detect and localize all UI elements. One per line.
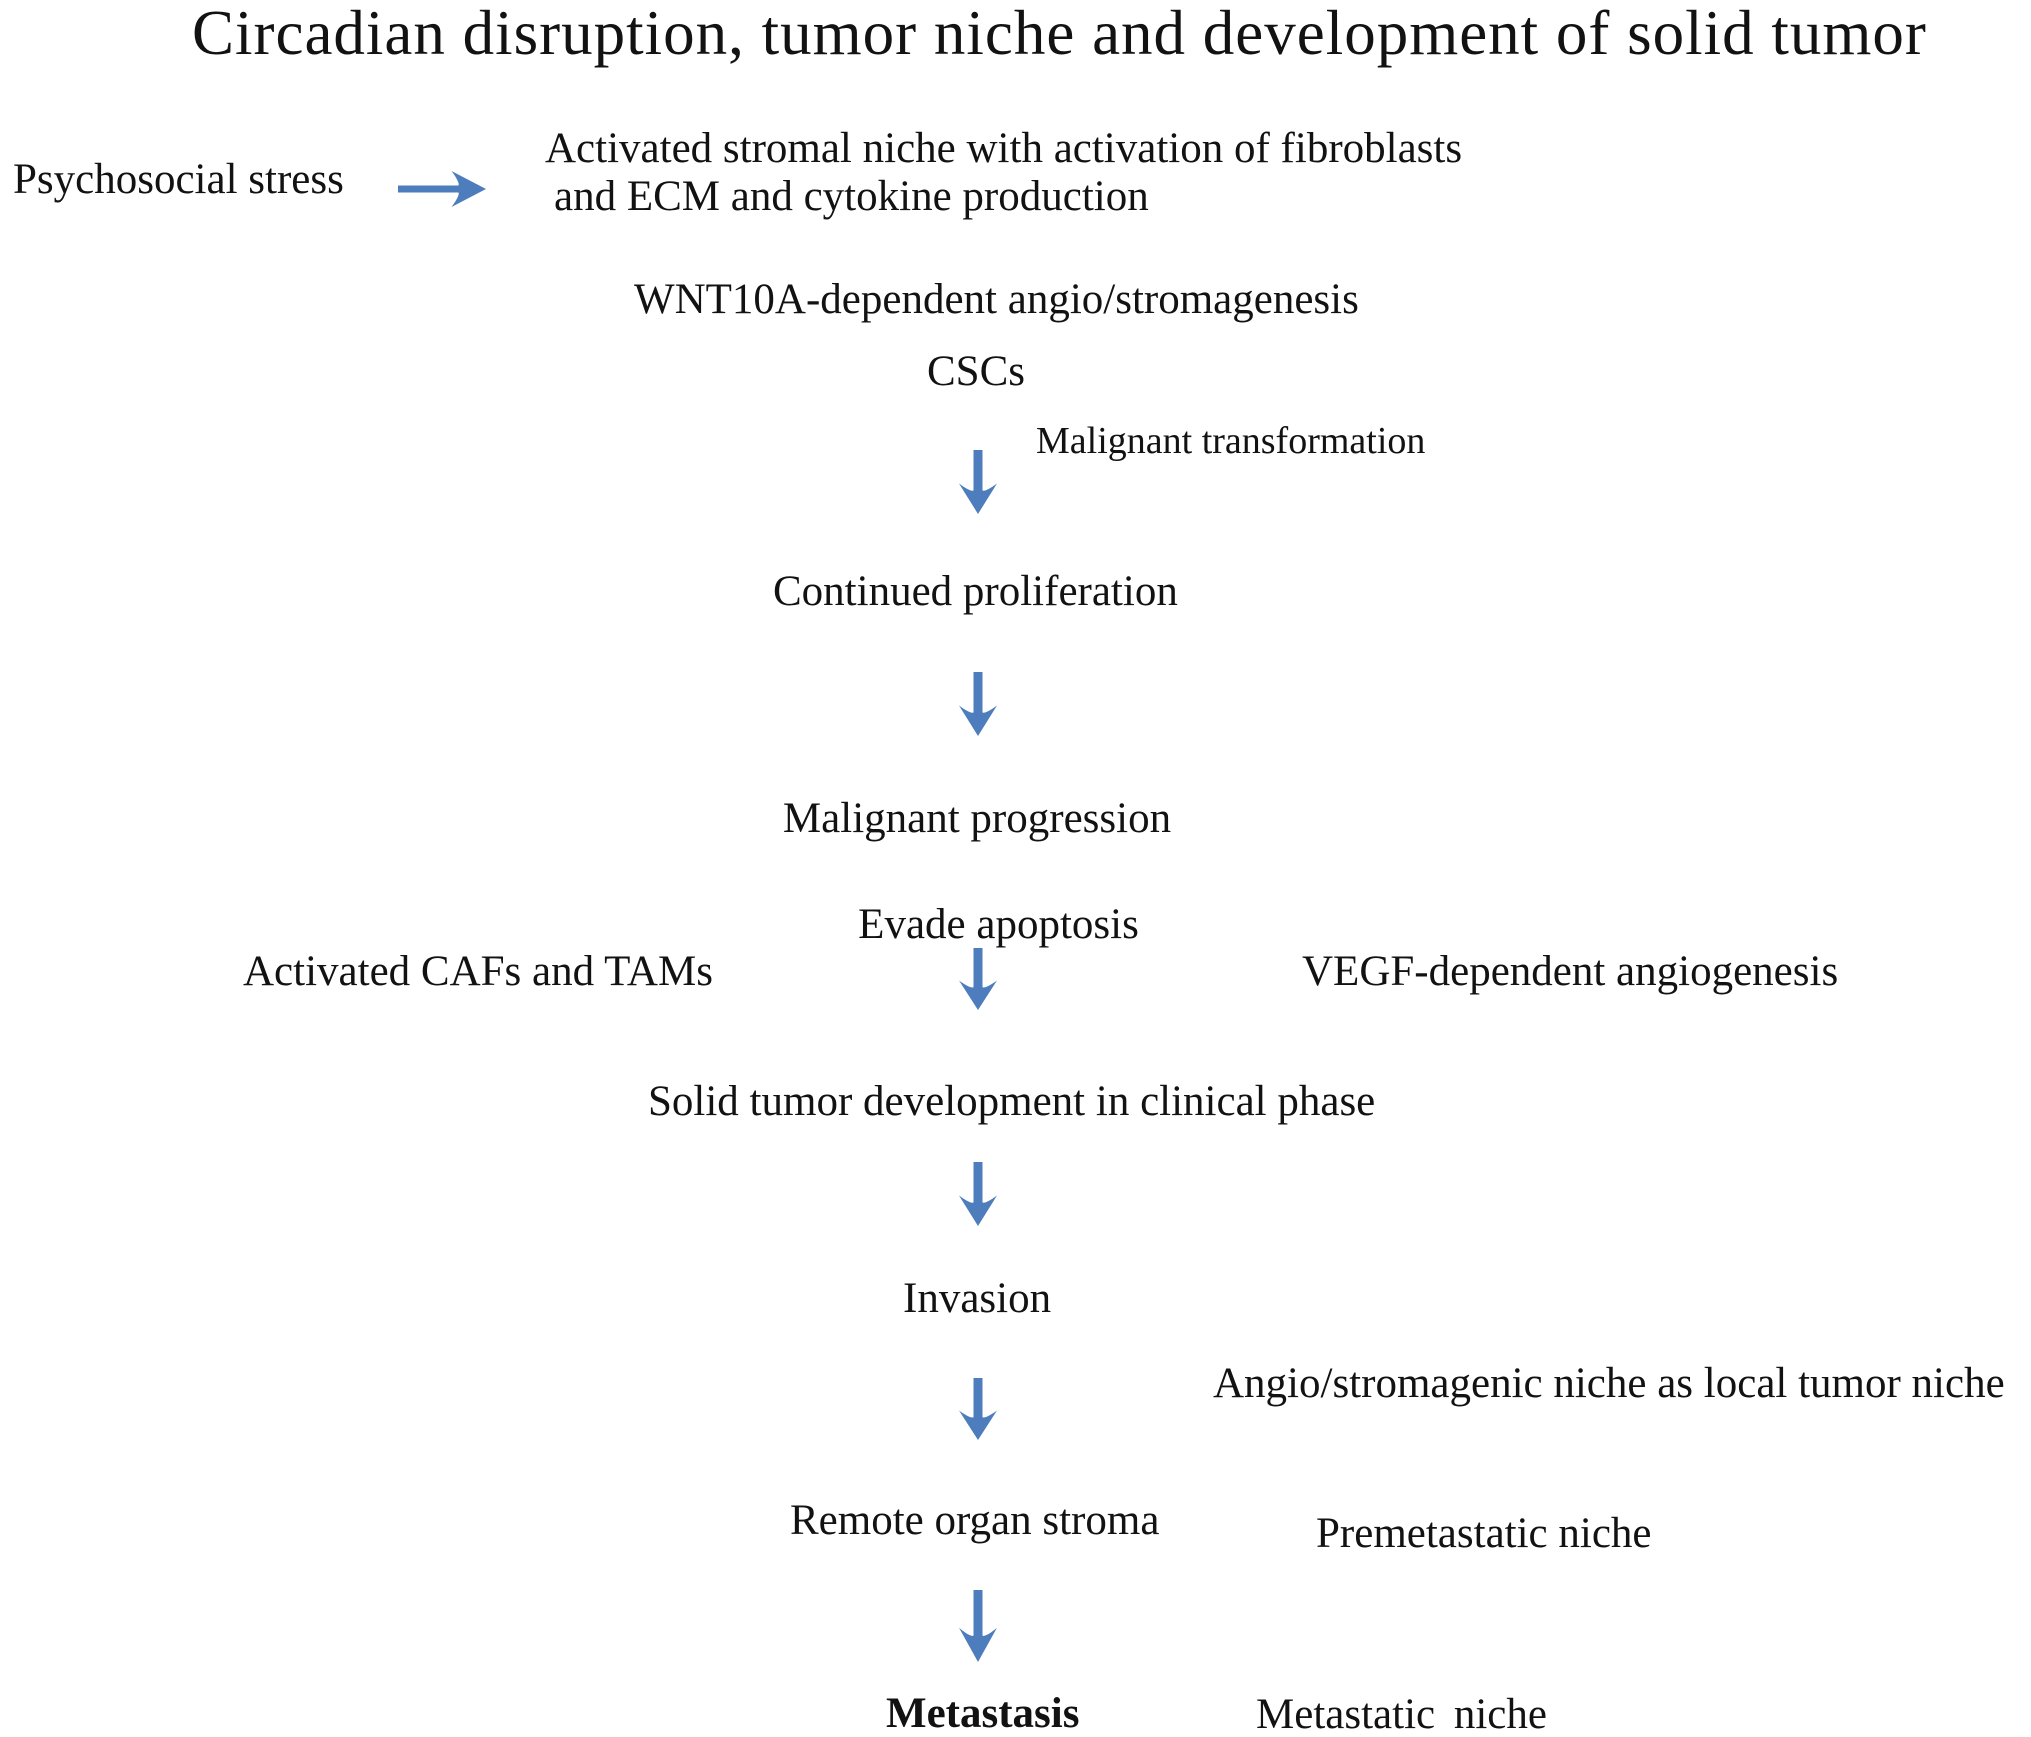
node-premetastatic-niche: Premetastatic niche <box>1316 1510 1652 1557</box>
node-continued-proliferation: Continued proliferation <box>773 568 1178 615</box>
right-arrow-icon <box>398 168 486 210</box>
node-vegf-angiogenesis: VEGF-dependent angiogenesis <box>1302 948 1839 995</box>
node-activated-cafs-tams: Activated CAFs and TAMs <box>243 948 713 995</box>
down-arrow-5-icon <box>956 1378 1000 1440</box>
down-arrow-6-icon <box>956 1590 1000 1662</box>
node-solid-tumor-development: Solid tumor development in clinical phas… <box>648 1078 1376 1125</box>
node-psychosocial-stress: Psychosocial stress <box>13 156 344 203</box>
label-malignant-transformation: Malignant transformation <box>1036 420 1426 462</box>
down-arrow-3-icon <box>956 948 1000 1010</box>
malignant-progression-line2: Evade apoptosis <box>858 901 1139 948</box>
node-wnt10a-angio-stromagenesis: WNT10A-dependent angio/stromagenesis <box>634 276 1359 323</box>
node-metastasis: Metastasis <box>886 1690 1080 1737</box>
down-arrow-2-icon <box>956 672 1000 736</box>
node-malignant-progression: Malignant progression Evade apoptosis <box>783 792 1171 1004</box>
down-arrow-4-icon <box>956 1162 1000 1226</box>
node-stromal-niche-line2: and ECM and cytokine production <box>554 173 1149 220</box>
malignant-progression-line1: Malignant progression <box>782 795 1172 842</box>
node-metastatic-niche: Metastatic niche <box>1256 1691 1547 1737</box>
down-arrow-1-icon <box>956 450 1000 514</box>
node-local-tumor-niche: Angio/stromagenic niche as local tumor n… <box>1213 1360 2005 1407</box>
node-stromal-niche-line1: Activated stromal niche with activation … <box>545 125 1463 172</box>
node-cscs: CSCs <box>927 348 1026 395</box>
node-remote-organ-stroma: Remote organ stroma <box>790 1497 1160 1544</box>
node-invasion: Invasion <box>903 1275 1052 1322</box>
figure-title: Circadian disruption, tumor niche and de… <box>192 0 1927 68</box>
